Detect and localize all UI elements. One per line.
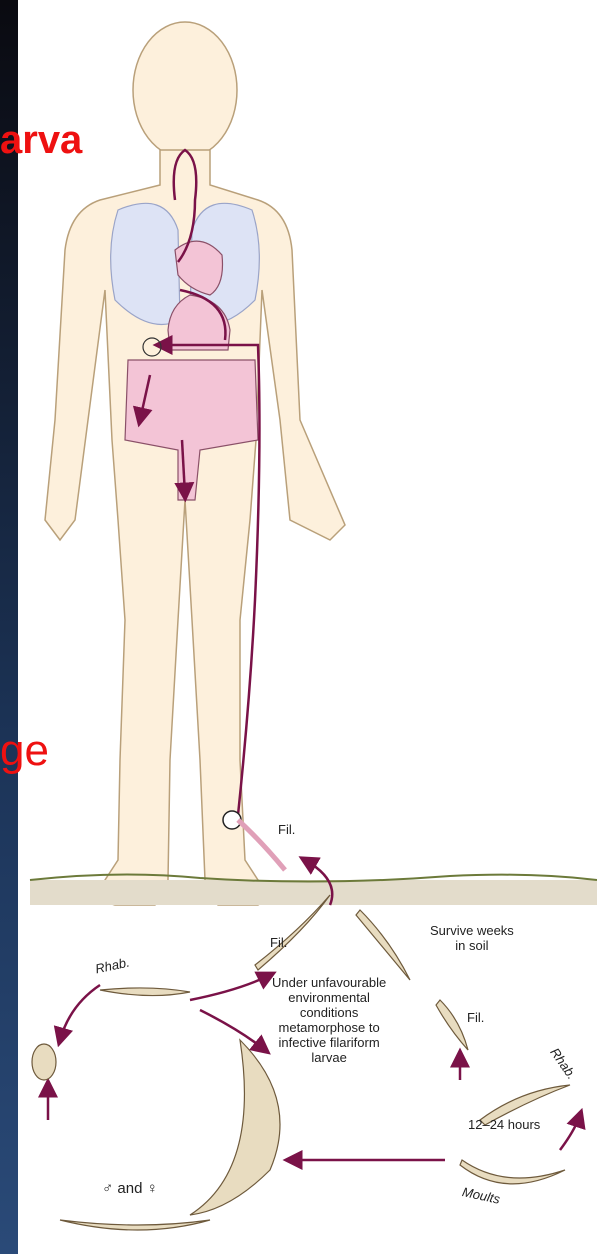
- label-unfavourable-conditions: Under unfavourable environmental conditi…: [272, 975, 386, 1065]
- label-fil-left: Fil.: [270, 935, 287, 950]
- label-sexes: ♂ and ♀: [102, 1180, 158, 1197]
- label-hours: 12–24 hours: [468, 1117, 540, 1132]
- slide-title-fragment: arva: [0, 118, 82, 163]
- label-survive-weeks: Survive weeks in soil: [430, 923, 514, 953]
- slide-subtitle-fragment: ge: [0, 726, 49, 776]
- label-fil-right: Fil.: [467, 1010, 484, 1025]
- label-fil-top: Fil.: [278, 822, 295, 837]
